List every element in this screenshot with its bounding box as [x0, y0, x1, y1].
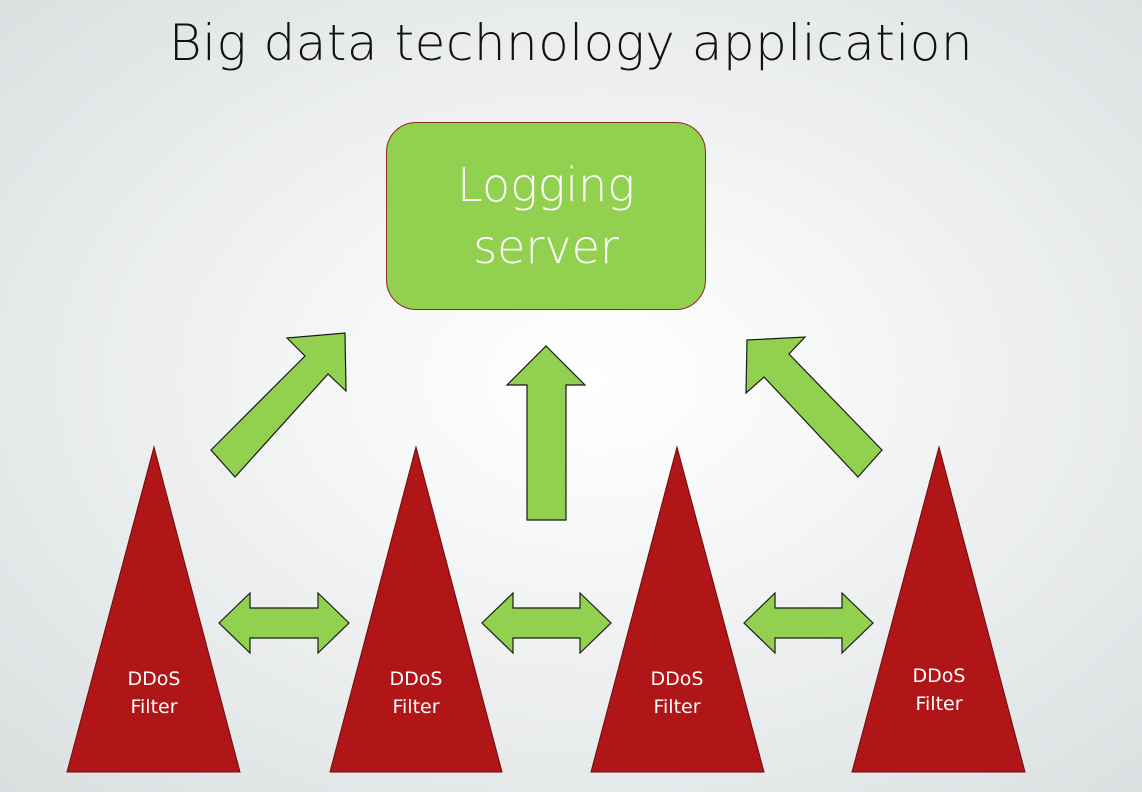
ddos-filter-triangle-4 — [851, 445, 1026, 773]
logging-server-label-line1: Logging — [457, 158, 635, 212]
ddos-filter-3-line1: DDoS — [650, 668, 704, 690]
ddos-filter-1-line1: DDoS — [127, 668, 181, 690]
ddos-filter-triangle-1 — [66, 445, 241, 773]
ddos-filter-triangle-3 — [590, 445, 765, 773]
ddos-filter-triangle-2 — [329, 445, 503, 773]
double-arrow-1 — [218, 591, 350, 655]
logging-server-label-line2: server — [473, 220, 619, 274]
ddos-filter-3-line2: Filter — [653, 696, 701, 718]
ddos-filter-label-1: DDoS Filter — [94, 665, 214, 721]
ddos-filter-label-2: DDoS Filter — [356, 665, 476, 721]
arrow-up-right — [210, 332, 347, 478]
logging-server-box: Logging server — [386, 122, 706, 310]
ddos-filter-2-line1: DDoS — [389, 668, 443, 690]
arrow-up-left — [745, 336, 883, 478]
ddos-filter-label-3: DDoS Filter — [617, 665, 737, 721]
ddos-filter-4-line2: Filter — [915, 693, 963, 715]
ddos-filter-label-4: DDoS Filter — [879, 662, 999, 718]
ddos-filter-4-line1: DDoS — [912, 665, 966, 687]
ddos-filter-1-line2: Filter — [130, 696, 178, 718]
double-arrow-3 — [743, 591, 874, 655]
double-arrow-2 — [481, 591, 612, 655]
ddos-filter-2-line2: Filter — [392, 696, 440, 718]
slide-title: Big data technology application — [168, 14, 974, 72]
arrow-up — [505, 345, 587, 521]
